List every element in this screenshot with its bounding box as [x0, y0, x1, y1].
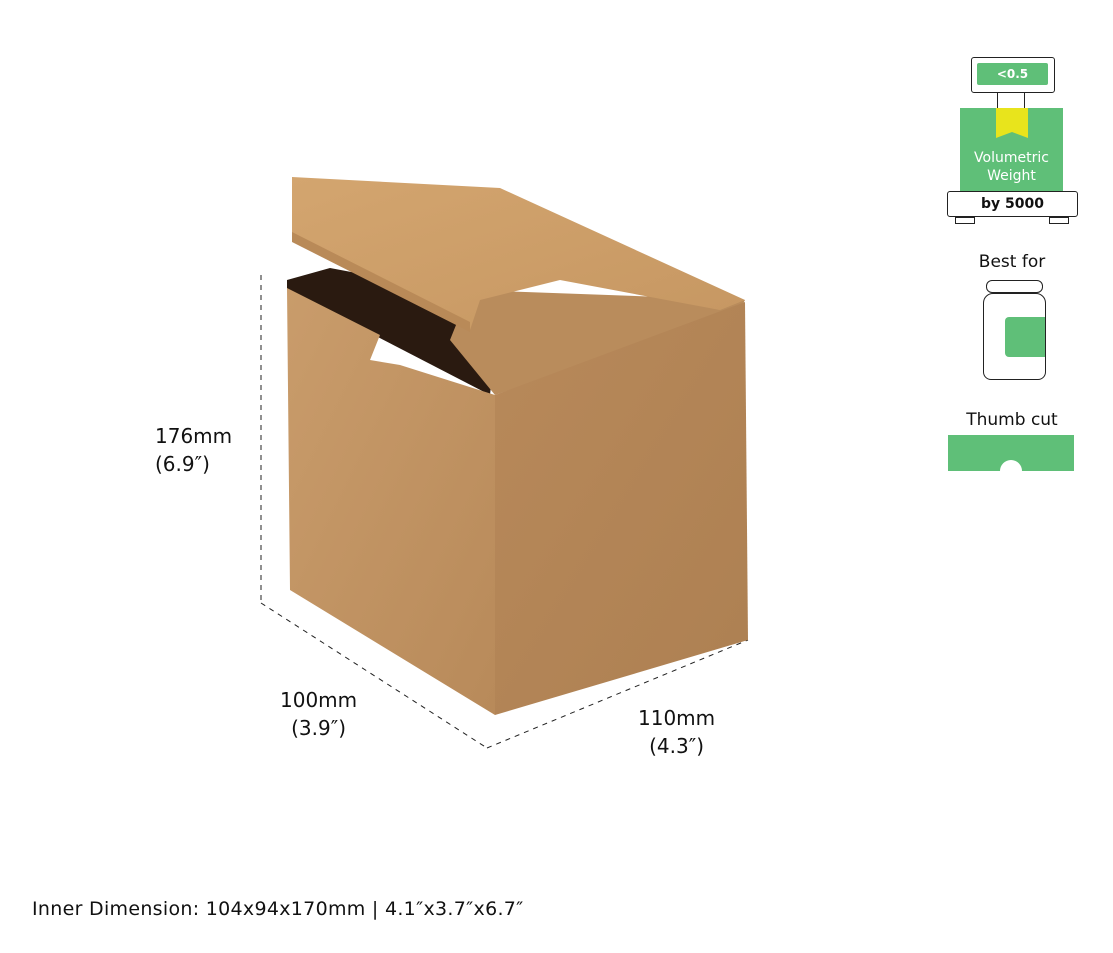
- height-dimension: 176mm (6.9″): [155, 422, 232, 478]
- thumb-cut-icon: [948, 435, 1074, 471]
- scale-base: by 5000: [947, 191, 1078, 217]
- width-mm: 110mm: [638, 706, 716, 730]
- volumetric-label: Volumetric: [974, 150, 1049, 166]
- volumetric-weight-badge: <0.5 Volumetric Weight by 5000: [945, 55, 1080, 227]
- depth-inch: (3.9″): [291, 716, 347, 740]
- best-for-label: Best for: [978, 252, 1046, 272]
- jar-icon: [983, 280, 1047, 380]
- height-inch: (6.9″): [155, 452, 210, 476]
- height-mm: 176mm: [155, 424, 233, 448]
- thumb-cut-label: Thumb cut: [966, 410, 1058, 430]
- weight-label: Weight: [987, 168, 1036, 184]
- depth-mm: 100mm: [280, 688, 358, 712]
- width-inch: (4.3″): [649, 734, 705, 758]
- inner-dimension-text: Inner Dimension: 104x94x170mm | 4.1″x3.7…: [32, 898, 524, 920]
- depth-dimension: 100mm (3.9″): [280, 686, 357, 742]
- width-dimension: 110mm (4.3″): [638, 704, 715, 760]
- box-right-face: [495, 302, 748, 715]
- weight-display: <0.5: [977, 63, 1048, 85]
- box-lid-edge: [292, 232, 470, 332]
- box-back-flap: [450, 290, 745, 395]
- box-left-face: [287, 288, 495, 715]
- dimension-guide-lines: [260, 275, 749, 749]
